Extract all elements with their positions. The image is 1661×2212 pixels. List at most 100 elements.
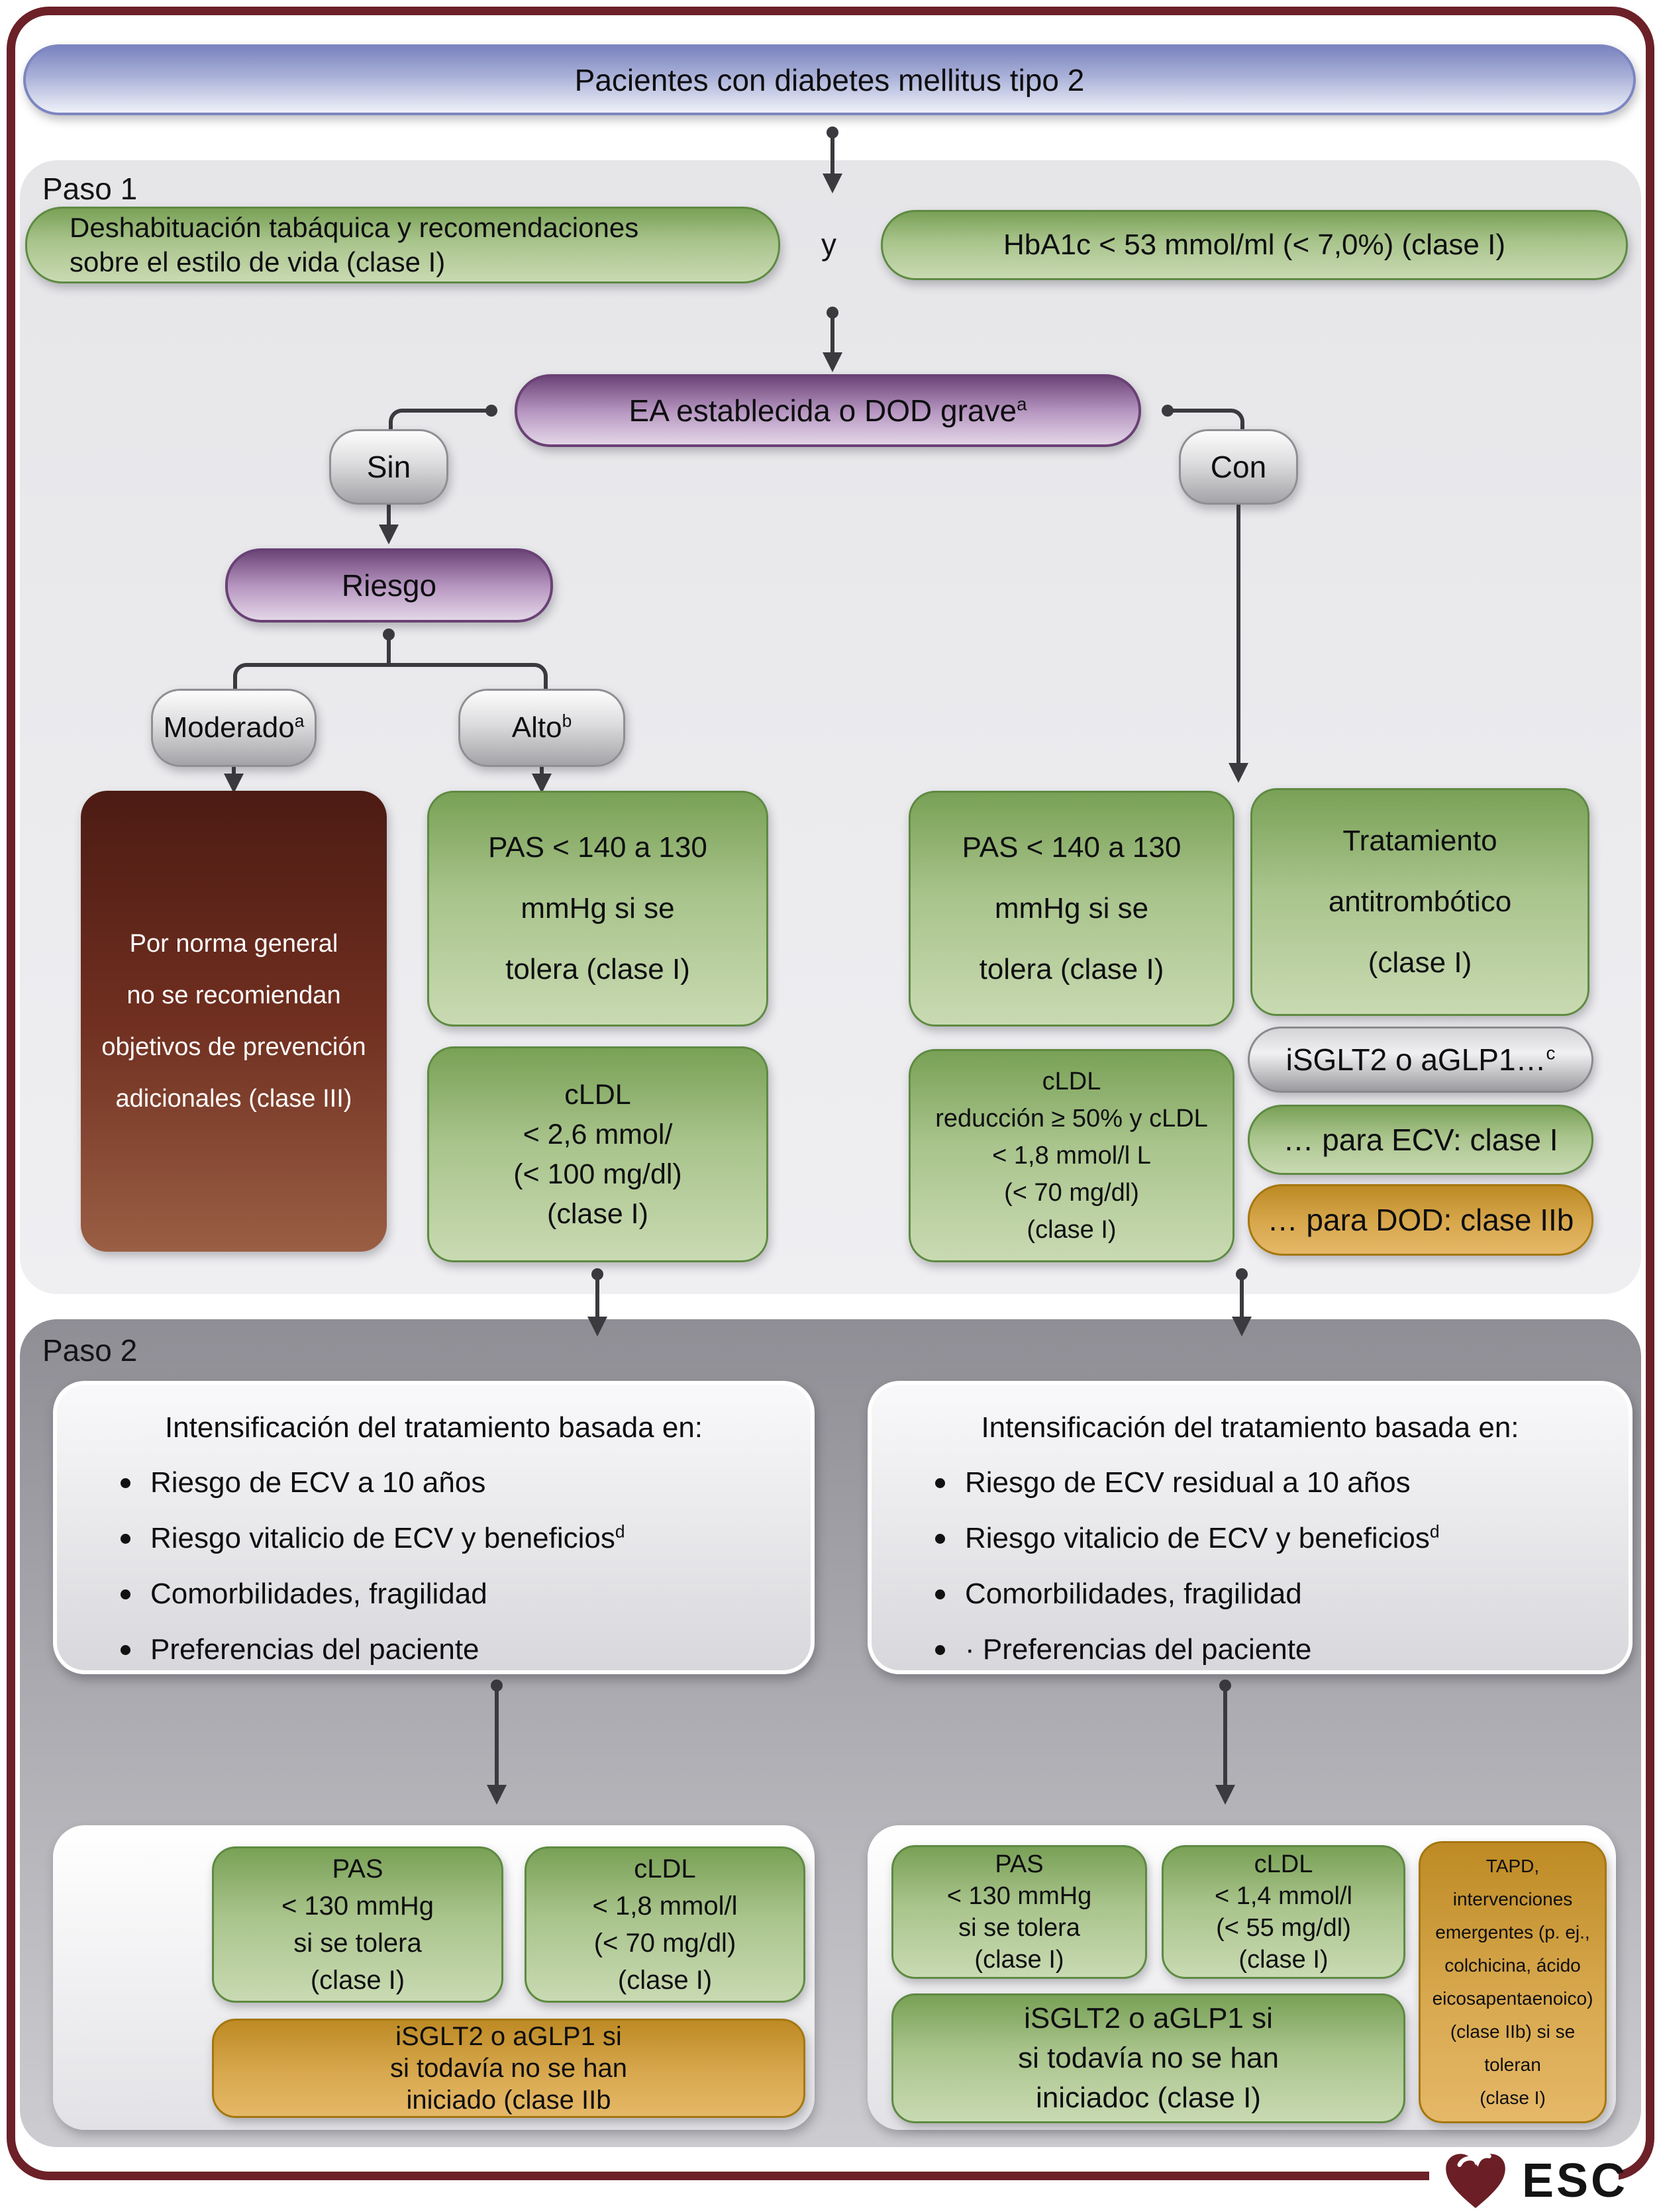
title-pill: Pacientes con diabetes mellitus tipo 2	[23, 44, 1636, 115]
list-item: Riesgo de ECV residual a 10 años	[935, 1464, 1629, 1501]
and-connector-label: y	[821, 227, 836, 262]
footnote-d: d	[1429, 1521, 1440, 1542]
connector-elbow-left	[233, 663, 393, 693]
moderado-text: Moderadoa	[163, 711, 305, 744]
cldl-14-box-right: cLDL< 1,4 mmol/l(< 55 mg/dl)(clase I)	[1162, 1845, 1405, 1979]
arrow-shaft	[1223, 1685, 1227, 1785]
list-item: Riesgo vitalicio de ECV y beneficiosd	[121, 1520, 811, 1557]
bullet-icon	[935, 1534, 945, 1544]
arrow-shaft	[387, 505, 391, 526]
connector-elbow	[1170, 409, 1244, 435]
arrow-head	[1215, 1785, 1235, 1805]
arrow-shaft	[1240, 1274, 1244, 1317]
list-item: Riesgo vitalicio de ECV y beneficiosd	[935, 1520, 1629, 1557]
arrow-shaft	[232, 767, 236, 775]
isglt2-aglp1-text: iSGLT2 o aGLP1…c	[1285, 1042, 1556, 1077]
list-item: Comorbilidades, fragilidad	[935, 1576, 1629, 1613]
ea-text: EA establecida o DOD gravea	[629, 393, 1027, 428]
arrow-head	[1232, 1317, 1252, 1336]
list-item-text: Comorbilidades, fragilidad	[965, 1578, 1302, 1610]
arrow-shaft	[830, 310, 834, 352]
footnote-c: c	[1546, 1042, 1556, 1064]
alto-text: Altob	[511, 711, 572, 744]
footnote-a: a	[1017, 393, 1027, 415]
bullet-icon	[935, 1645, 945, 1655]
list-item-text: Riesgo vitalicio de ECV y beneficiosd	[150, 1521, 625, 1554]
page-title: Pacientes con diabetes mellitus tipo 2	[574, 62, 1085, 97]
moderado-pill: Moderadoa	[151, 689, 317, 767]
bullet-icon	[935, 1478, 945, 1488]
arrow-head	[823, 174, 842, 193]
cldl-target-box-left: cLDL< 2,6 mmol/(< 100 mg/dl)(clase I)	[427, 1046, 768, 1262]
list-item-text: Riesgo vitalicio de ECV y beneficiosd	[965, 1521, 1440, 1554]
list-item-text: Preferencias del paciente	[150, 1633, 479, 1666]
list-item: · Preferencias del paciente	[935, 1631, 1629, 1668]
arrow-head	[532, 774, 552, 793]
cldl-18-box-left: cLDL< 1,8 mmol/l(< 70 mg/dl)(clase I)	[525, 1846, 805, 2003]
hba1c-pill: HbA1c < 53 mmol/ml (< 7,0%) (clase I)	[881, 210, 1628, 280]
lifestyle-pill: Deshabituación tabáquica y recomendacion…	[25, 207, 780, 283]
list-item-text: Riesgo de ECV a 10 años	[150, 1466, 486, 1499]
esc-logo-text: ESC	[1522, 2154, 1629, 2207]
list-item-text: Comorbilidades, fragilidad	[150, 1578, 487, 1610]
list-title: Intensificación del tratamiento basada e…	[981, 1411, 1519, 1444]
arrow-shaft	[1236, 505, 1240, 763]
arrow-head	[487, 1785, 507, 1805]
list-title: Intensificación del tratamiento basada e…	[164, 1411, 703, 1444]
dod-class-text: … para DOD: clase IIb	[1267, 1203, 1574, 1237]
ea-pill: EA establecida o DOD gravea	[515, 374, 1141, 447]
arrow-head	[587, 1317, 607, 1336]
connector-elbow-right	[389, 663, 548, 693]
intensification-list-right: Intensificación del tratamiento basada e…	[868, 1381, 1633, 1674]
arrow-shaft	[595, 1274, 599, 1317]
bullet-icon	[121, 1645, 130, 1655]
footnote-a: a	[294, 711, 305, 731]
riesgo-text: Riesgo	[341, 568, 437, 603]
list-item: Riesgo de ECV a 10 años	[121, 1464, 811, 1501]
connector-stem	[387, 634, 391, 665]
bullet-icon	[935, 1589, 945, 1599]
list-item: Comorbilidades, fragilidad	[121, 1576, 811, 1613]
riesgo-pill: Riesgo	[225, 548, 553, 623]
con-text: Con	[1210, 450, 1267, 484]
sin-text: Sin	[366, 450, 411, 484]
list-item-text: Riesgo de ECV residual a 10 años	[965, 1466, 1411, 1499]
ecv-class-text: … para ECV: clase I	[1283, 1123, 1558, 1157]
arrow-shaft	[495, 1685, 499, 1785]
cldl-18-left-text: cLDL< 1,8 mmol/l(< 70 mg/dl)(clase I)	[592, 1854, 738, 1995]
cldl-target-left-text: cLDL< 2,6 mmol/(< 100 mg/dl)(clase I)	[513, 1079, 682, 1230]
list-item: Preferencias del paciente	[121, 1631, 811, 1668]
list-item-text: · Preferencias del paciente	[965, 1633, 1312, 1666]
bullet-icon	[121, 1534, 130, 1544]
footnote-b: b	[562, 711, 572, 731]
intensification-list-left: Intensificación del tratamiento basada e…	[53, 1381, 815, 1674]
ecv-class-pill: … para ECV: clase I	[1248, 1105, 1593, 1175]
bullet-icon	[121, 1589, 130, 1599]
lifestyle-text: Deshabituación tabáquica y recomendacion…	[70, 212, 639, 277]
arrow-head	[224, 774, 244, 793]
cldl-14-right-text: cLDL< 1,4 mmol/l(< 55 mg/dl)(clase I)	[1214, 1850, 1353, 1974]
step2-label: Paso 2	[42, 1333, 138, 1368]
arrow-head	[1229, 763, 1248, 783]
bullet-icon	[121, 1478, 130, 1488]
con-pill: Con	[1179, 429, 1298, 505]
arrow-shaft	[540, 767, 544, 775]
isglt2-aglp1-pill: iSGLT2 o aGLP1…c	[1248, 1027, 1593, 1093]
